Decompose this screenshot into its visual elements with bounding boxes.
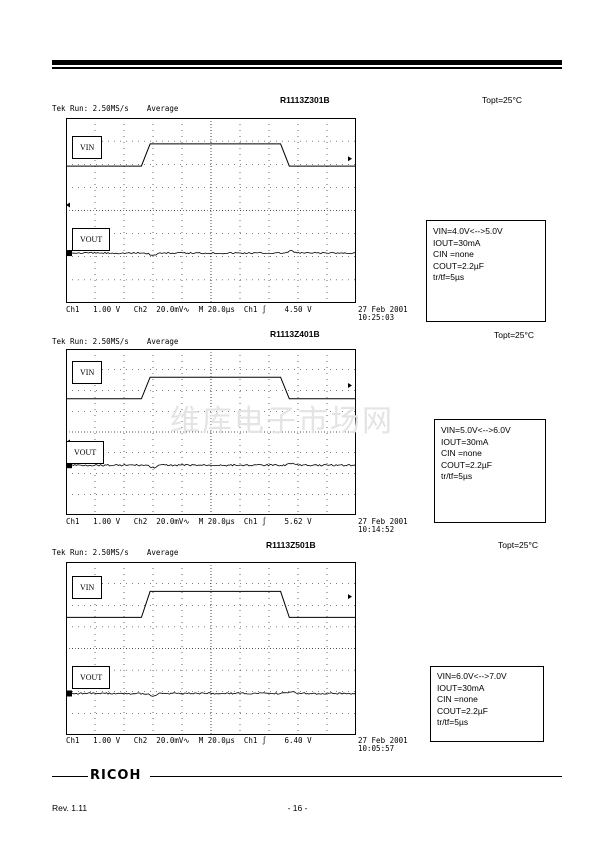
trigger-level-marker (348, 156, 352, 162)
temperature-label: Topt=25°C (498, 540, 539, 550)
footer-rule-left (52, 776, 88, 777)
part-number: R1113Z401B (270, 329, 320, 339)
scope-time: 10:25:03 (358, 313, 395, 322)
condition-vin: VIN=5.0V<-->6.0V (441, 425, 511, 435)
ch1-ground-marker (66, 202, 70, 208)
vin-trace (66, 143, 356, 167)
condition-cin: CIN =none (437, 694, 478, 704)
ch2-ground-marker (66, 462, 72, 469)
vin-channel-label: VIN (72, 361, 103, 384)
scope-panel-1: Tek Run: 2.50MS/s Average R1113Z301B Top… (52, 92, 562, 322)
scope-header: Tek Run: 2.50MS/s Average (52, 104, 179, 113)
scope-date: 27 Feb 2001 (358, 305, 408, 314)
part-number: R1113Z301B (280, 95, 330, 105)
condition-rise-fall: tr/tf=5µs (441, 471, 473, 481)
vout-channel-label: VOUT (66, 441, 105, 464)
vout-trace (66, 691, 356, 697)
ch2-ground-marker (66, 690, 72, 697)
condition-cin: CIN =none (433, 249, 474, 259)
condition-cin: CIN =none (441, 448, 482, 458)
scope-date: 27 Feb 2001 (358, 736, 408, 745)
vin-channel-label: VIN (72, 136, 103, 159)
temperature-label: Topt=25°C (482, 95, 523, 105)
scope-date: 27 Feb 2001 (358, 517, 408, 526)
ricoh-logo: RICOH (90, 768, 142, 783)
condition-iout: IOUT=30mA (441, 436, 489, 447)
vout-channel-label: VOUT (72, 666, 111, 689)
part-number: R1113Z501B (266, 540, 316, 550)
condition-rise-fall: tr/tf=5µs (437, 717, 469, 727)
test-conditions-box: VIN=5.0V<-->6.0V IOUT=30mA CIN =none COU… (434, 419, 546, 523)
scope-status-line: Ch1 1.00 V Ch2 20.0mV∿ M 20.0µs Ch1 ∫ 4.… (66, 305, 312, 314)
revision-label: Rev. 1.11 (52, 803, 88, 813)
footer-rule (150, 776, 562, 777)
vin-trace (66, 590, 356, 618)
scope-panel-3: Tek Run: 2.50MS/s Average R1113Z501B Top… (52, 538, 562, 753)
scope-time: 10:14:52 (358, 525, 395, 534)
ch2-ground-marker (66, 250, 72, 257)
test-conditions-box: VIN=6.0V<-->7.0V IOUT=30mA CIN =none COU… (430, 666, 544, 742)
condition-cout: COUT=2.2µF (441, 459, 492, 470)
watermark-text: 维库电子市场网 (170, 404, 394, 439)
condition-cout: COUT=2.2µF (433, 260, 484, 271)
trigger-level-marker (348, 383, 352, 389)
scope-status-line: Ch1 1.00 V Ch2 20.0mV∿ M 20.0µs Ch1 ∫ 6.… (66, 736, 312, 745)
condition-rise-fall: tr/tf=5µs (433, 272, 465, 282)
vin-channel-label: VIN (72, 576, 103, 599)
page-number: - 16 - (287, 803, 308, 813)
scope-panel-2: Tek Run: 2.50MS/s Average R1113Z401B Top… (52, 327, 562, 537)
temperature-label: Topt=25°C (494, 330, 535, 340)
scope-status-line: Ch1 1.00 V Ch2 20.0mV∿ M 20.0µs Ch1 ∫ 5.… (66, 517, 312, 526)
condition-vin: VIN=6.0V<-->7.0V (437, 671, 507, 681)
trigger-level-marker (348, 594, 352, 600)
oscilloscope-screen (66, 562, 356, 735)
scope-time: 10:05:57 (358, 744, 395, 753)
vout-channel-label: VOUT (72, 228, 111, 251)
vout-trace (66, 249, 356, 256)
condition-iout: IOUT=30mA (437, 682, 485, 693)
header-rule-thick (52, 60, 562, 65)
test-conditions-box: VIN=4.0V<-->5.0V IOUT=30mA CIN =none COU… (426, 220, 546, 322)
scope-header: Tek Run: 2.50MS/s Average (52, 548, 179, 557)
header-rule-thin (52, 67, 562, 69)
scope-header: Tek Run: 2.50MS/s Average (52, 337, 179, 346)
oscilloscope-screen (66, 349, 356, 515)
condition-cout: COUT=2.2µF (437, 705, 488, 716)
condition-iout: IOUT=30mA (433, 237, 481, 248)
vout-trace (66, 462, 356, 469)
oscilloscope-screen (66, 118, 356, 303)
condition-vin: VIN=4.0V<-->5.0V (433, 226, 503, 236)
vin-trace (66, 376, 356, 400)
